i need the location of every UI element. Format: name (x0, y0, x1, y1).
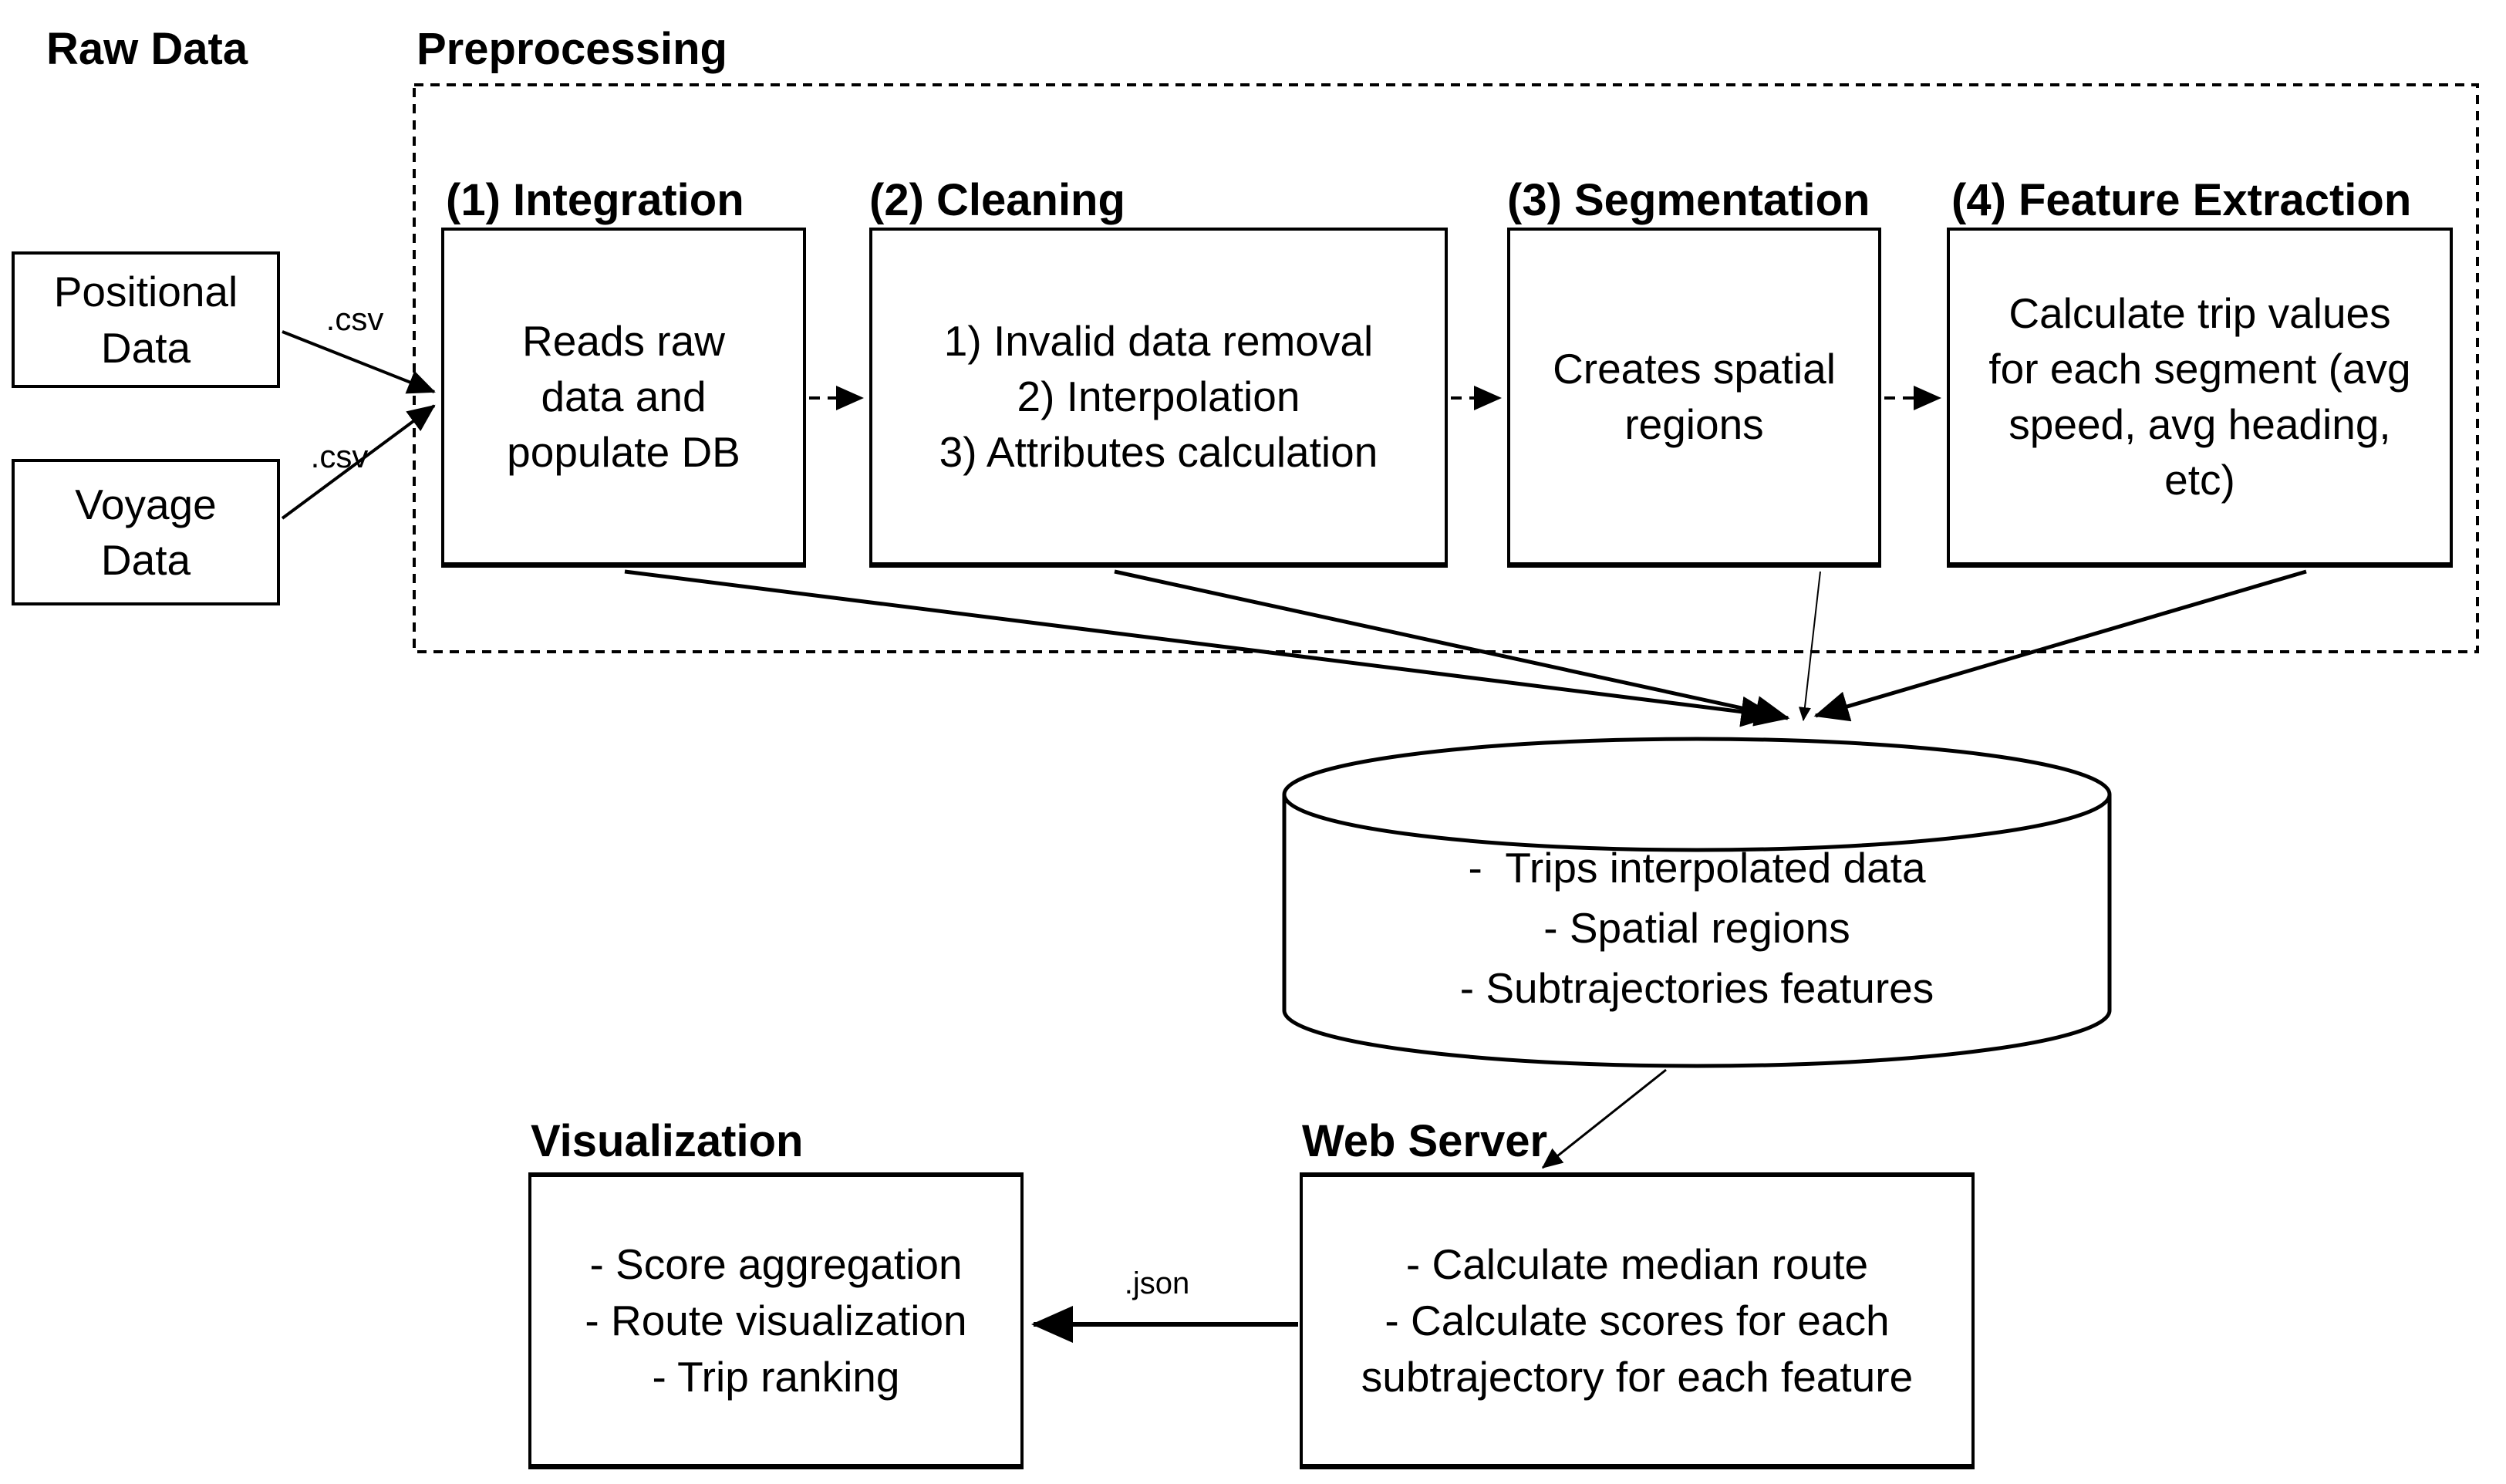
cleaning-box: 1) Invalid data removal 2) Interpolation… (869, 228, 1448, 568)
step-1-integration-heading: (1) Integration (446, 175, 744, 225)
database-contents: - Trips interpolated data - Spatial regi… (1288, 838, 2106, 1018)
database-item-2: - Spatial regions (1543, 904, 1850, 952)
arrow-integration-to-database (624, 569, 1776, 727)
web-server-box: - Calculate median route - Calculate sco… (1300, 1172, 1975, 1469)
visualization-item-2: - Route visualization (585, 1296, 967, 1344)
arrow-feature-extraction-to-database (1813, 569, 2307, 722)
csv-label-positional: .csv (325, 301, 384, 337)
visualization-box: - Score aggregation - Route visualizatio… (528, 1172, 1024, 1469)
database-item-1: - Trips interpolated data (1468, 844, 1926, 892)
visualization-item-1: - Score aggregation (589, 1239, 963, 1288)
cleaning-item-1: 1) Invalid data removal (943, 317, 1374, 365)
positional-data-label: Positional Data (53, 268, 238, 372)
integration-box: Reads raw data and populate DB (441, 228, 806, 568)
visualization-heading: Visualization (531, 1116, 804, 1166)
step-2-cleaning-heading: (2) Cleaning (869, 175, 1125, 225)
voyage-data-label: Voyage Data (75, 480, 217, 584)
step-4-feature-extraction-heading: (4) Feature Extraction (1951, 175, 2412, 225)
arrow-voyage-to-integration (281, 404, 436, 520)
web-server-item-3: subtrajectory for each feature (1361, 1352, 1914, 1401)
segmentation-box: Creates spatial regions (1507, 228, 1881, 568)
web-server-item-2: - Calculate scores for each (1385, 1296, 1890, 1344)
voyage-data-box: Voyage Data (12, 459, 280, 605)
feature-extraction-box-text: Calculate trip values for each segment (… (1988, 288, 2411, 504)
segmentation-box-text: Creates spatial regions (1553, 344, 1836, 448)
feature-extraction-box: Calculate trip values for each segment (… (1947, 228, 2453, 568)
raw-data-heading: Raw Data (46, 24, 248, 74)
integration-box-text: Reads raw data and populate DB (507, 316, 740, 477)
web-server-item-1: - Calculate median route (1405, 1239, 1869, 1288)
json-label: .json (1124, 1266, 1190, 1300)
arrow-segmentation-to-database (1798, 571, 1821, 721)
csv-label-voyage: .csv (310, 438, 369, 474)
database-item-3: - Subtrajectories features (1459, 964, 1934, 1012)
visualization-item-3: - Trip ranking (652, 1352, 900, 1401)
arrow-cleaning-to-database (1114, 569, 1790, 727)
preprocessing-heading: Preprocessing (417, 24, 727, 74)
database-cylinder-top (1282, 737, 2112, 852)
cleaning-item-2: 2) Interpolation (1017, 373, 1300, 420)
positional-data-box: Positional Data (12, 251, 280, 388)
cleaning-item-3: 3) Attributes calculation (939, 428, 1378, 476)
database-cylinder-body (1282, 794, 2112, 1068)
arrow-database-to-web-server (1541, 1068, 1667, 1169)
web-server-heading: Web Server (1302, 1116, 1548, 1166)
preprocessing-dashed-border (413, 83, 2479, 653)
arrow-positional-to-integration (282, 330, 436, 394)
step-3-segmentation-heading: (3) Segmentation (1507, 175, 1870, 225)
